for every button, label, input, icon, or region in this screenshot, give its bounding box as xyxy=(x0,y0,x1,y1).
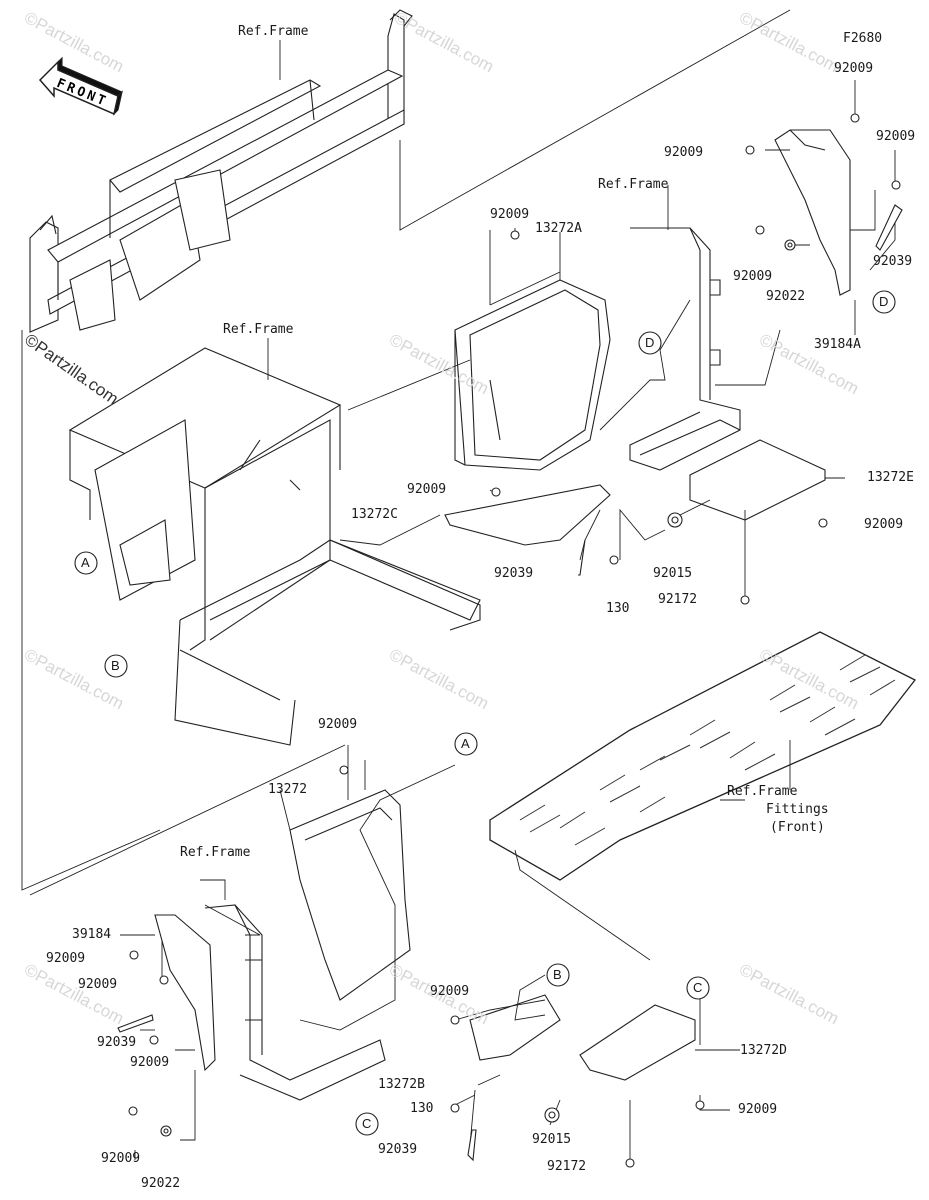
part-92009-label: 92009 xyxy=(78,977,118,992)
part-13272E-label: 13272E xyxy=(867,470,914,485)
figure-code: F2680 xyxy=(843,31,883,46)
part-92022-label: 92022 xyxy=(141,1176,181,1191)
ref-frame-fittings-line1: Ref.Frame xyxy=(727,784,798,799)
part-92039-label: 92039 xyxy=(97,1035,137,1050)
callout-a-2: A xyxy=(461,736,470,751)
leader-lines xyxy=(21,9,896,1160)
part-92009-label: 92009 xyxy=(738,1102,778,1117)
plate-13272E xyxy=(689,439,826,521)
part-13272D-label: 13272D xyxy=(740,1043,787,1058)
part-92009-label: 92009 xyxy=(733,269,773,284)
part-13272A-label: 13272A xyxy=(535,221,582,236)
part-92009-label: 92009 xyxy=(490,207,530,222)
part-39184-label: 39184 xyxy=(72,927,112,942)
callout-a-1: A xyxy=(81,555,90,570)
lower-frame-upright xyxy=(204,904,386,1101)
part-92009-label: 92009 xyxy=(430,984,470,999)
part-13272C-label: 13272C xyxy=(351,507,398,522)
part-92022-label: 92022 xyxy=(766,289,806,304)
floor-mat xyxy=(489,631,916,881)
callout-c-1: C xyxy=(693,980,703,995)
part-13272B-label: 13272B xyxy=(378,1077,425,1092)
duct-13272C xyxy=(444,484,611,546)
duct-13272B xyxy=(469,994,561,1061)
part-92172-label: 92172 xyxy=(547,1159,587,1174)
plate-13272D xyxy=(579,1004,696,1081)
part-92039-label: 92039 xyxy=(378,1142,418,1157)
part-130-label: 130 xyxy=(410,1101,434,1116)
part-92009-label: 92009 xyxy=(664,145,704,160)
fasteners xyxy=(117,113,903,1168)
callout-c-2: C xyxy=(362,1116,372,1131)
part-92009-label: 92009 xyxy=(834,61,874,76)
part-92009-label: 92009 xyxy=(864,517,904,532)
duct-13272A xyxy=(454,279,611,471)
part-92009-label: 92009 xyxy=(318,717,358,732)
callout-d-2: D xyxy=(879,294,889,309)
part-92009-label: 92009 xyxy=(130,1055,170,1070)
panel-39184 xyxy=(154,914,216,1072)
right-frame-upright xyxy=(629,227,741,471)
part-92039-label: 92039 xyxy=(873,254,913,269)
ref-frame-fittings-line3: (Front) xyxy=(770,820,825,835)
part-92009-label: 92009 xyxy=(101,1151,141,1166)
callout-circles xyxy=(74,290,896,1136)
callout-b-2: B xyxy=(553,967,562,982)
part-92009-label: 92009 xyxy=(407,482,447,497)
part-39184A-label: 39184A xyxy=(814,337,861,352)
main-frame xyxy=(68,347,481,746)
ref-frame-fittings-line2: Fittings xyxy=(766,802,829,817)
callout-d-1: D xyxy=(645,335,655,350)
callout-b-1: B xyxy=(111,658,120,673)
part-92009-label: 92009 xyxy=(876,129,916,144)
ref-frame-mid-label: Ref.Frame xyxy=(223,322,294,337)
part-92039-label: 92039 xyxy=(494,566,534,581)
part-92015-label: 92015 xyxy=(653,566,693,581)
front-arrow-icon xyxy=(38,56,123,116)
ref-frame-bottom-label: Ref.Frame xyxy=(180,845,251,860)
part-92009-label: 92009 xyxy=(46,951,86,966)
ref-frame-right-label: Ref.Frame xyxy=(598,177,669,192)
part-92172-label: 92172 xyxy=(658,592,698,607)
roll-cage-frame xyxy=(29,9,413,333)
panel-39184A xyxy=(774,129,851,296)
part-13272-label: 13272 xyxy=(268,782,308,797)
ref-frame-top-label: Ref.Frame xyxy=(238,24,309,39)
part-130-label: 130 xyxy=(606,601,630,616)
part-92015-label: 92015 xyxy=(532,1132,572,1147)
